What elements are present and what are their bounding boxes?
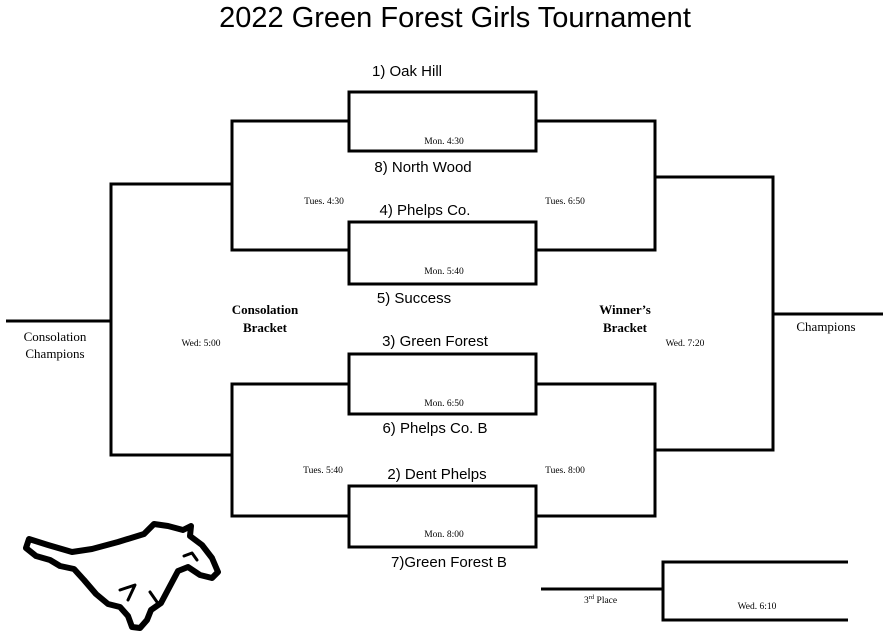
winners-bracket-top-line: [536, 119, 657, 252]
winners-bracket-label-line1: Winner’s: [599, 302, 651, 317]
game-time-wed-third-place: Wed. 6:10: [738, 602, 777, 612]
third-place-bracket-line: [661, 560, 848, 622]
game-time-wed-final: Wed. 7:20: [666, 339, 705, 349]
consolation-final-line: [109, 182, 232, 457]
mustang-logo: [23, 521, 221, 631]
game-time-mon-1: Mon. 4:30: [424, 137, 464, 147]
consolation-bracket-bottom-line: [230, 382, 349, 518]
winners-bracket-label-line2: Bracket: [603, 320, 648, 335]
game-time-mon-4: Mon. 8:00: [424, 530, 464, 540]
game-box-4v5: [347, 220, 538, 286]
team-success: 5) Success: [377, 290, 451, 307]
champions-label: Champions: [796, 319, 855, 334]
game-time-tues-cons-bottom: Tues. 5:40: [303, 466, 343, 476]
game-time-mon-2: Mon. 5:40: [424, 267, 464, 277]
game-time-tues-cons-top: Tues. 4:30: [304, 197, 344, 207]
winners-final-line: [655, 175, 775, 452]
consolation-champions-label-line2: Champions: [25, 346, 84, 361]
game-time-mon-3: Mon. 6:50: [424, 399, 464, 409]
consolation-champions-label-line1: Consolation: [24, 329, 87, 344]
consolation-bracket-top-line: [230, 119, 349, 252]
game-time-wed-consolation: Wed: 5:00: [181, 339, 220, 349]
team-oak-hill: 1) Oak Hill: [372, 63, 442, 80]
page-title: 2022 Green Forest Girls Tournament: [219, 2, 691, 34]
team-north-wood: 8) North Wood: [374, 159, 471, 176]
third-place-label: 3rd Place: [584, 594, 617, 606]
team-phelps-co: 4) Phelps Co.: [380, 202, 471, 219]
consolation-bracket-label-line1: Consolation: [232, 302, 299, 317]
team-phelps-co-b: 6) Phelps Co. B: [382, 420, 487, 437]
team-green-forest: 3) Green Forest: [382, 333, 489, 350]
team-green-forest-b: 7)Green Forest B: [391, 554, 507, 571]
game-time-tues-win-top: Tues. 6:50: [545, 197, 585, 207]
consolation-bracket-label-line2: Bracket: [243, 320, 288, 335]
winners-bracket-bottom-line: [536, 382, 657, 518]
team-dent-phelps: 2) Dent Phelps: [387, 466, 486, 483]
game-time-tues-win-bottom: Tues. 8:00: [545, 466, 585, 476]
